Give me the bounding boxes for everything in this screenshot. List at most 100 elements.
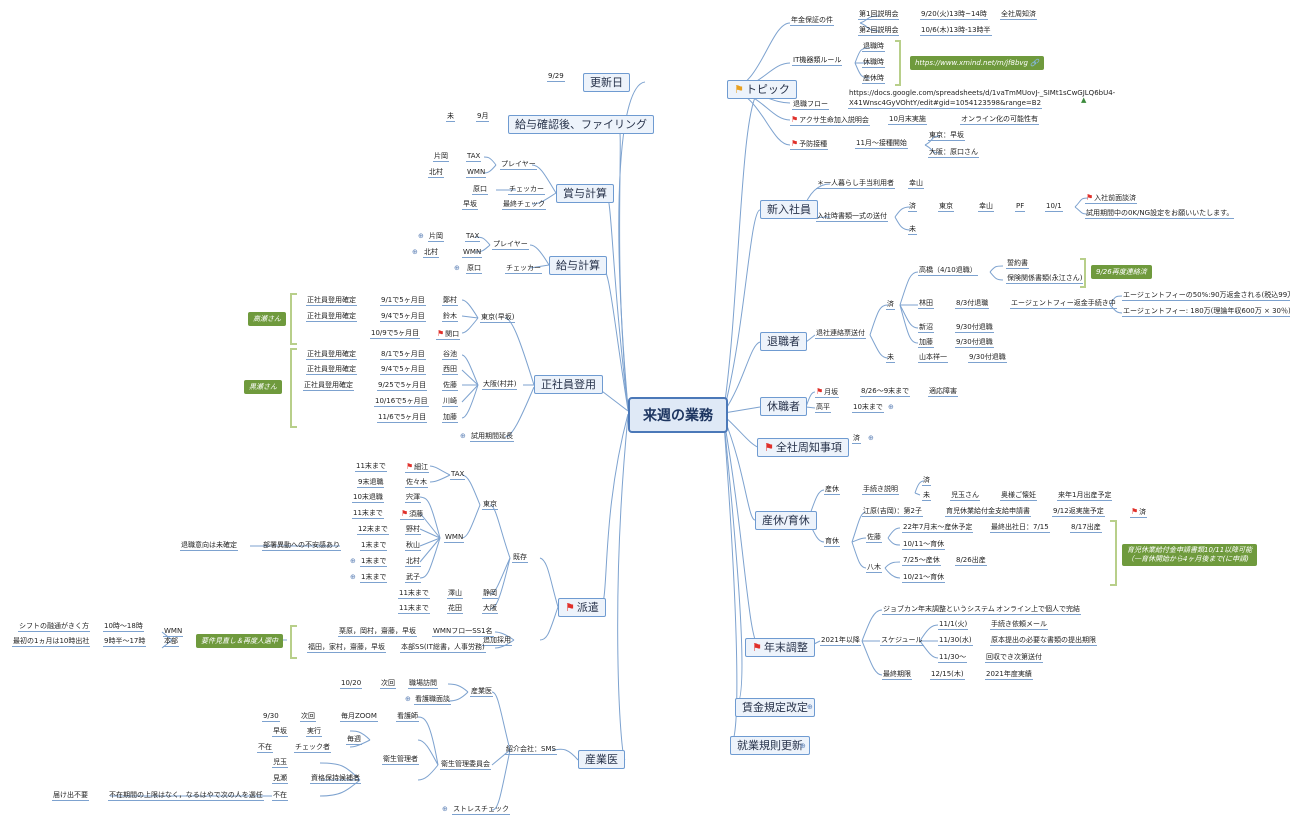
- node-s3[interactable]: 回収でき次第送付: [985, 653, 1043, 663]
- node-o2-when[interactable]: 9/4で5ヶ月目: [380, 365, 426, 375]
- node-tsukisaka[interactable]: ⚑月坂: [815, 387, 840, 398]
- expand-icon[interactable]: ⊕: [807, 703, 813, 711]
- node-shikaku[interactable]: 資格保持候補者: [310, 774, 361, 784]
- node-o4-when[interactable]: 10/16で5ヶ月目: [374, 397, 429, 407]
- node-sankyu-zumi[interactable]: 済: [922, 476, 931, 486]
- node-shizuoka[interactable]: 静岡: [482, 589, 498, 599]
- branch-chingin[interactable]: 賃金規定改定: [735, 698, 815, 717]
- node-shoyo-katagiri[interactable]: 片岡: [433, 152, 449, 162]
- node-r2-when[interactable]: 9末退職: [357, 478, 385, 488]
- node-haken-tax[interactable]: TAX: [450, 470, 466, 480]
- branch-sangyoi[interactable]: 産業医: [578, 750, 625, 769]
- branch-topic[interactable]: ⚑トピック: [727, 80, 797, 99]
- node-kyuyo-player[interactable]: プレイヤー: [492, 240, 529, 250]
- note-renraku[interactable]: 9/26再度連絡済: [1091, 265, 1152, 279]
- node-o1-when[interactable]: 8/1で5ヶ月目: [380, 350, 426, 360]
- note-osaka[interactable]: 黒瀬さん: [244, 380, 282, 394]
- node-shinnyu-name[interactable]: 幸山: [978, 202, 994, 212]
- node-saishu-note[interactable]: 2021年度実績: [985, 670, 1033, 680]
- node-sangyoi2[interactable]: 産業医: [470, 687, 493, 697]
- node-saisho[interactable]: 最初の1ヵ月は10時出社: [12, 637, 91, 647]
- branch-taishokusha[interactable]: 退職者: [760, 332, 807, 351]
- node-r7-name[interactable]: 北村: [405, 557, 421, 567]
- node-o2-kakutei[interactable]: 正社員登用確定: [306, 365, 357, 375]
- node-r4-when[interactable]: 11末まで: [352, 509, 384, 519]
- node-koshinbi-date[interactable]: 9/29: [547, 72, 565, 82]
- node-shinnyu-pf[interactable]: PF: [1015, 202, 1026, 212]
- expand-icon[interactable]: ⊕: [888, 403, 894, 411]
- node-takahira[interactable]: 高平: [815, 403, 831, 413]
- node-r8-name[interactable]: 武子: [405, 573, 421, 583]
- node-tetsuzuki[interactable]: 手続き説明: [862, 485, 899, 495]
- node-yagi2[interactable]: 8/26出産: [955, 556, 987, 566]
- node-eisei-kanrisha[interactable]: 衛生管理者: [382, 755, 419, 765]
- node-sankyu-mi[interactable]: 未: [922, 491, 931, 501]
- node-nyusha-shorui[interactable]: 入社時書類一式の送付: [816, 212, 888, 222]
- node-o2-name[interactable]: 西田: [442, 365, 458, 375]
- node-niinuma-when[interactable]: 9/30付退職: [955, 323, 994, 333]
- node-shiyou-encho[interactable]: 試用期間延長: [470, 432, 514, 442]
- node-shinnyu-tokyo[interactable]: 東京: [938, 202, 954, 212]
- node-d1[interactable]: 10/20: [340, 679, 363, 689]
- expand-icon[interactable]: ⊕: [460, 432, 466, 440]
- branch-seishain[interactable]: 正社員登用: [534, 375, 603, 394]
- node-t1-when[interactable]: 9/1で5ヶ月目: [380, 296, 426, 306]
- node-haken-tokyo[interactable]: 東京: [482, 500, 498, 510]
- node-shoyo-saishu[interactable]: 最終チェック: [502, 200, 546, 210]
- branch-shoyo[interactable]: 賞与計算: [556, 184, 614, 203]
- node-nenmatsu-year[interactable]: 2021年以降: [820, 636, 861, 646]
- node-kyuyo-katagiri[interactable]: 片岡: [428, 232, 444, 242]
- node-shiyou[interactable]: 試用期間中の0K/NG設定をお願いいたします。: [1085, 209, 1235, 219]
- node-r5-when[interactable]: 12末まで: [357, 525, 389, 535]
- branch-haken[interactable]: ⚑派遣: [558, 598, 606, 617]
- node-ikukyu[interactable]: 育休: [824, 537, 840, 547]
- node-seishain-tokyo[interactable]: 東京(早坂): [480, 313, 516, 323]
- node-agent[interactable]: エージェントフィー返金手続き中: [1010, 299, 1117, 309]
- node-kyuyo-month[interactable]: 9月: [476, 112, 490, 122]
- node-s1[interactable]: 手続き依頼メール: [990, 620, 1048, 630]
- node-o3-kakutei[interactable]: 正社員登用確定: [303, 381, 354, 391]
- node-osaka-name[interactable]: 花田: [447, 604, 463, 614]
- branch-sankyu[interactable]: 産休/育休: [755, 511, 817, 530]
- node-ikukyu-sumi[interactable]: ⚑済: [1130, 507, 1148, 518]
- node-haken-osaka[interactable]: 大阪: [482, 604, 498, 614]
- node-yagi3[interactable]: 10/21～育休: [902, 573, 946, 583]
- node-kison[interactable]: 既存: [512, 553, 528, 563]
- node-osaka-when[interactable]: 11末まで: [398, 604, 430, 614]
- node-saisho-time[interactable]: 9時半～17時: [103, 637, 147, 647]
- node-taishoku-mi[interactable]: 未: [886, 353, 895, 363]
- node-busho[interactable]: 部署異動への不安感あり: [262, 541, 341, 551]
- node-taishoku-ji[interactable]: 退職時: [862, 42, 885, 52]
- node-r3-when[interactable]: 10末退職: [352, 493, 384, 503]
- node-sato[interactable]: 佐藤: [866, 533, 882, 543]
- node-taishoku-ikou[interactable]: 退職意向は未確定: [180, 541, 238, 551]
- node-jobcan[interactable]: ジョブカン年末調整というシステム: [882, 605, 996, 615]
- node-yobou-tokyo[interactable]: 東京：早坂: [928, 131, 965, 141]
- node-sato4[interactable]: 10/11～育休: [902, 540, 946, 550]
- node-shift[interactable]: シフトの融通がきく方: [18, 622, 90, 632]
- node-setsumei1-date[interactable]: 9/20(火)13時~14時: [920, 10, 988, 20]
- expand-icon[interactable]: ⊕: [800, 742, 806, 750]
- node-o1-kakutei[interactable]: 正社員登用確定: [306, 350, 357, 360]
- node-tsukisaka-reason[interactable]: 適応障害: [928, 387, 958, 397]
- node-hoken[interactable]: 保険関係書類(永江さん): [1006, 274, 1084, 284]
- node-r1-when[interactable]: 11末まで: [355, 462, 387, 472]
- node-yagi1[interactable]: 7/25～産休: [902, 556, 941, 566]
- expand-icon[interactable]: ⊕: [454, 264, 460, 272]
- node-checker[interactable]: チェック者: [294, 743, 331, 753]
- node-kangoshi[interactable]: 看護師: [396, 712, 419, 722]
- node-ikukyu-shinsei[interactable]: 育児休業給付金支給申請書: [945, 507, 1031, 517]
- node-kyuyo-tax[interactable]: TAX: [465, 232, 481, 242]
- branch-kyuyo[interactable]: 給与計算: [549, 256, 607, 275]
- expand-icon[interactable]: ⊕: [405, 695, 411, 703]
- node-setsumei2-date[interactable]: 10/6(木)13時-13時半: [920, 26, 992, 36]
- node-sato3[interactable]: 8/17出産: [1070, 523, 1102, 533]
- node-shoyo-hayasaka[interactable]: 早坂: [462, 200, 478, 210]
- branch-kyushokusha[interactable]: 休職者: [760, 397, 807, 416]
- node-shoyo-tax[interactable]: TAX: [466, 152, 482, 162]
- node-setsumei1-status[interactable]: 全社周知済: [1000, 10, 1037, 20]
- node-yobou[interactable]: ⚑予防接種: [790, 139, 829, 150]
- node-s3-date[interactable]: 11/30～: [938, 653, 968, 663]
- node-todoke[interactable]: 届け出不要: [52, 791, 89, 801]
- branch-kyuyo-kakunin[interactable]: 給与確認後、ファイリング: [508, 115, 654, 134]
